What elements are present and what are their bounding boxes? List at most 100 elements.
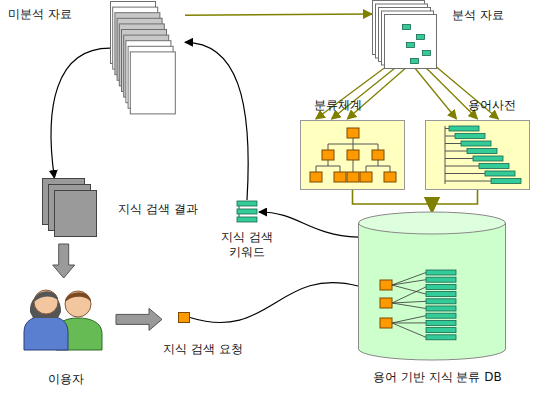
page-stack-graphic-part [385, 15, 437, 69]
database-cylinder-graphic-part [426, 299, 456, 304]
user-icon-graphic-part [65, 292, 91, 302]
taxonomy-box-graphic-part [347, 172, 359, 182]
glossary-box-graphic-part [445, 173, 485, 174]
database-cylinder-graphic-part [392, 316, 426, 323]
database-cylinder-graphic-part [392, 323, 426, 337]
taxonomy-box-graphic-part [322, 150, 334, 160]
page-stack-graphic-part-part [411, 59, 419, 64]
taxonomy-box-graphic-part [372, 150, 384, 160]
taxonomy-box-graphic-part [328, 138, 378, 150]
database-cylinder-graphic-part [380, 280, 392, 290]
taxonomy-box: 분류체계 [300, 120, 405, 190]
node-label: 분류체계 [314, 98, 362, 113]
page-stack-graphic-part-part [403, 25, 411, 30]
node-label: 미분석 자료 [8, 7, 72, 22]
connector [432, 190, 478, 213]
glossary-box-graphic-part [445, 128, 449, 129]
glossary-box-graphic-part [449, 126, 479, 131]
connector [259, 212, 358, 237]
glossary-box-graphic-part [445, 126, 446, 184]
database-cylinder-graphic-part [426, 292, 456, 297]
database-cylinder-graphic-part [359, 212, 506, 234]
glossary-box-graphic-part [445, 151, 467, 152]
node-label: 지식 검색 요청 [163, 342, 243, 357]
page-stack-graphic-part-part [407, 43, 415, 48]
user-icon-graphic-part [24, 316, 68, 350]
taxonomy-box-graphic [300, 120, 405, 190]
page-stack: 미분석 자료 [110, 1, 185, 119]
connector [51, 48, 110, 178]
database-cylinder-graphic-part [426, 320, 456, 325]
glossary-box-graphic-part [426, 121, 530, 190]
user-icon-graphic [20, 282, 108, 350]
taxonomy-box-graphic-part [316, 160, 390, 172]
node-label: 지식 검색 키워드 [219, 230, 275, 260]
database-cylinder-graphic-part [359, 223, 506, 360]
connector [116, 308, 162, 330]
glossary-box-graphic-part [473, 156, 503, 161]
keyword-icon-graphic-part [237, 201, 257, 206]
connector-line [190, 283, 358, 323]
glossary-box-graphic-part [445, 181, 491, 182]
keyword-icon-graphic [235, 200, 259, 224]
connector [185, 42, 248, 200]
connector-line [432, 190, 478, 213]
database-cylinder: 용어 기반 지식 분류 DB [358, 212, 506, 360]
glossary-box-graphic [425, 120, 530, 190]
database-cylinder-graphic-part [380, 298, 392, 308]
database-cylinder-graphic-part [426, 277, 456, 282]
taxonomy-box-graphic-part [334, 172, 346, 182]
connector [190, 283, 358, 323]
taxonomy-box-graphic-part [384, 172, 396, 182]
database-cylinder-graphic-part [426, 306, 456, 311]
taxonomy-box-graphic-part [347, 150, 359, 160]
database-cylinder-graphic-part [426, 270, 456, 275]
glossary-box-graphic-part [455, 134, 485, 139]
request-square-graphic-part [179, 313, 190, 323]
user-icon-graphic-part [34, 291, 58, 302]
page-stack: 지식 검색 결과 [42, 178, 104, 238]
database-cylinder-graphic-part [380, 318, 392, 328]
connector [185, 14, 372, 15]
database-cylinder-graphic-part [426, 335, 456, 340]
glossary-box-graphic-part [491, 179, 521, 184]
node-label: 용어사전 [468, 98, 516, 113]
connector [53, 244, 75, 278]
database-cylinder-graphic-part [392, 280, 426, 285]
glossary-box-graphic-part [479, 164, 509, 169]
request-square-graphic [178, 312, 190, 323]
connector-line [259, 212, 358, 237]
user-icon: 이용자 [20, 282, 108, 350]
glossary-box-graphic-part [461, 141, 491, 146]
keyword-icon-graphic-part [237, 209, 257, 214]
page-stack-graphic [42, 178, 104, 238]
user-icon-graphic-part [34, 290, 58, 314]
glossary-box-graphic-part [445, 136, 455, 137]
glossary-box-graphic-part [445, 158, 473, 159]
page-stack-graphic-part-part [417, 35, 425, 40]
glossary-box: 용어사전 [425, 120, 530, 190]
connector [353, 190, 433, 213]
database-cylinder-graphic-part [426, 284, 456, 289]
node-label: 이용자 [48, 372, 84, 387]
keyword-icon-graphic-part [237, 217, 257, 222]
page-stack-graphic-part [403, 25, 431, 64]
page-stack-graphic [372, 0, 438, 70]
taxonomy-box-graphic-part [360, 172, 372, 182]
glossary-box-graphic-part [445, 166, 479, 167]
page-stack-graphic-part-part [423, 51, 431, 56]
glossary-box-graphic-part [485, 171, 515, 176]
connector-line [353, 190, 433, 213]
taxonomy-box-graphic-part [347, 128, 359, 138]
database-cylinder-graphic-part [392, 287, 426, 303]
node-label: 용어 기반 지식 분류 DB [373, 370, 502, 385]
taxonomy-box-graphic-part [310, 172, 322, 182]
user-icon-graphic-part [65, 291, 91, 317]
database-cylinder-graphic-part [426, 328, 456, 333]
node-label: 분석 자료 [452, 8, 504, 23]
database-cylinder-graphic-part [392, 303, 426, 309]
database-cylinder-graphic [358, 212, 506, 360]
glossary-box-graphic-part [467, 149, 497, 154]
request-square: 지식 검색 요청 [178, 312, 190, 323]
